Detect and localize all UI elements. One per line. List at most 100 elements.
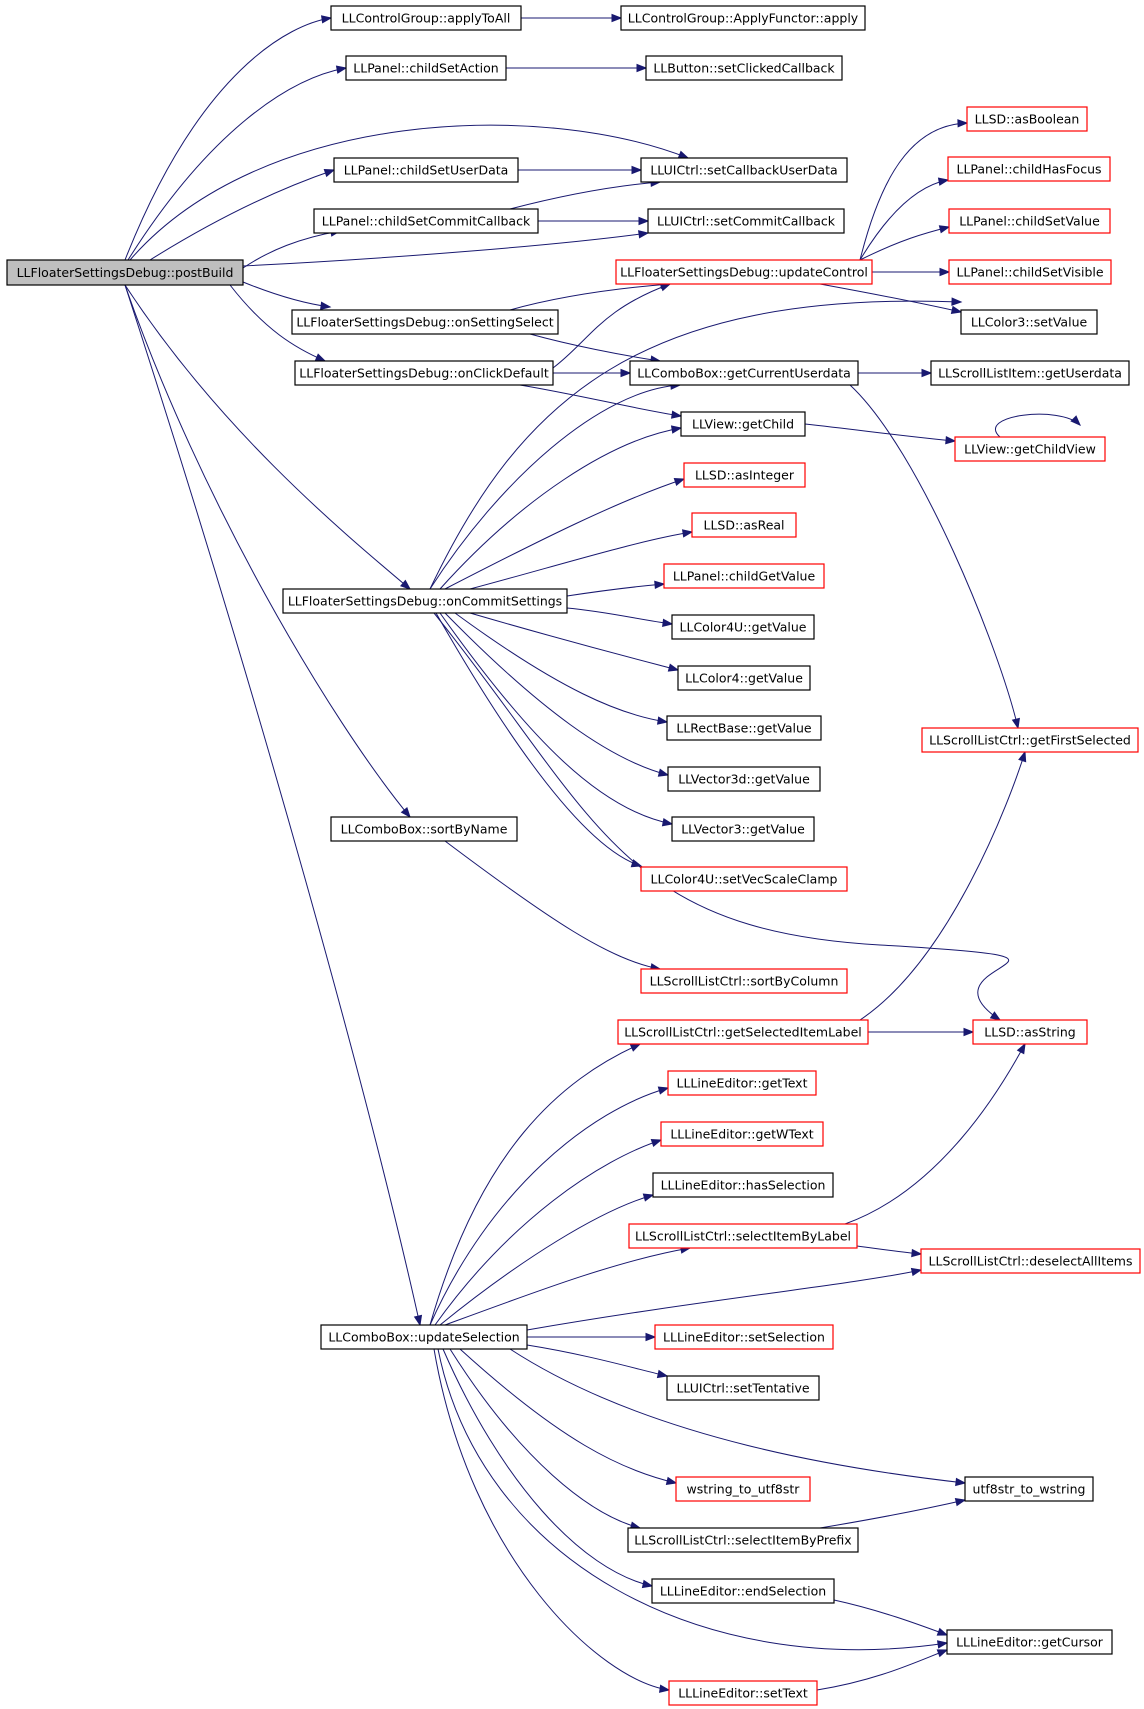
node-color4GetValue[interactable]: LLColor4::getValue [677, 665, 811, 691]
node-box [677, 665, 811, 691]
node-hasSelection[interactable]: LLLineEditor::hasSelection [652, 1172, 834, 1198]
node-childGetValue[interactable]: LLPanel::childGetValue [663, 563, 825, 589]
node-childSetAction[interactable]: LLPanel::childSetAction [345, 55, 507, 81]
node-box [667, 766, 821, 792]
node-applyFunctor[interactable]: LLControlGroup::ApplyFunctor::apply [620, 5, 866, 31]
node-childSetVisible[interactable]: LLPanel::childSetVisible [948, 259, 1112, 285]
node-label: LLComboBox::getCurrentUserdata [637, 366, 851, 381]
node-vector3GetValue[interactable]: LLVector3::getValue [671, 816, 815, 842]
node-label: LLPanel::childGetValue [673, 569, 816, 584]
node-label: LLLineEditor::endSelection [660, 1584, 826, 1599]
node-postBuild[interactable]: LLFloaterSettingsDebug::postBuild [6, 259, 244, 286]
node-box [645, 55, 843, 81]
node-getChild[interactable]: LLView::getChild [680, 411, 806, 437]
node-label: LLSD::asReal [703, 518, 784, 533]
node-childSetUserData[interactable]: LLPanel::childSetUserData [333, 157, 519, 183]
edge-endSelection-to-getCursor [833, 1599, 948, 1636]
arrowhead-getChild [670, 425, 683, 434]
node-box [640, 866, 848, 892]
node-getCursor[interactable]: LLLineEditor::getCursor [946, 1629, 1113, 1655]
node-getFirstSelected[interactable]: LLScrollListCtrl::getFirstSelected [921, 727, 1139, 753]
node-box [671, 816, 815, 842]
node-setTentative[interactable]: LLUICtrl::setTentative [666, 1375, 820, 1401]
node-box [345, 55, 507, 81]
node-getChildView[interactable]: LLView::getChildView [954, 436, 1106, 462]
node-asInteger[interactable]: LLSD::asInteger [683, 462, 806, 488]
node-wstringToUtf8[interactable]: wstring_to_utf8str [675, 1476, 811, 1502]
node-deselectAllItems[interactable]: LLScrollListCtrl::deselectAllItems [920, 1248, 1141, 1274]
node-box [640, 968, 848, 994]
arrowhead-endSelection [641, 1579, 654, 1589]
node-label: LLScrollListCtrl::selectItemByLabel [635, 1229, 851, 1244]
node-label: LLColor4::getValue [685, 671, 803, 686]
node-box [964, 1476, 1094, 1502]
node-asString[interactable]: LLSD::asString [972, 1019, 1088, 1045]
arrowhead-getCurrentUserdata [620, 368, 632, 378]
edge-postBuild-to-onSettingSelect [242, 281, 331, 308]
node-onCommitSettings[interactable]: LLFloaterSettingsDebug::onCommitSettings [282, 588, 568, 614]
node-label: LLUICtrl::setCommitCallback [657, 214, 836, 229]
node-label: LLPanel::childSetVisible [956, 265, 1103, 280]
node-asBoolean[interactable]: LLSD::asBoolean [966, 106, 1088, 132]
edge-onCommitSettings-to-setVecScaleClamp [435, 612, 642, 867]
node-setCallbackUserData[interactable]: LLUICtrl::setCallbackUserData [640, 157, 848, 183]
node-sortByColumn[interactable]: LLScrollListCtrl::sortByColumn [640, 968, 848, 994]
edge-getChild-to-getChildView [804, 423, 956, 442]
node-childHasFocus[interactable]: LLPanel::childHasFocus [947, 156, 1111, 182]
node-setCommitCallback[interactable]: LLUICtrl::setCommitCallback [647, 208, 845, 234]
node-onSettingSelect[interactable]: LLFloaterSettingsDebug::onSettingSelect [291, 309, 559, 335]
node-getSelectedItemLabel[interactable]: LLScrollListCtrl::getSelectedItemLabel [617, 1019, 869, 1045]
node-getCurrentUserdata[interactable]: LLComboBox::getCurrentUserdata [629, 360, 859, 386]
node-getUserdata[interactable]: LLScrollListItem::getUserdata [930, 360, 1130, 386]
arrowhead-asBoolean [957, 119, 969, 128]
node-utf8ToWstring[interactable]: utf8str_to_wstring [964, 1476, 1094, 1502]
node-applyToAll[interactable]: LLControlGroup::applyToAll [330, 5, 522, 31]
node-box [647, 208, 845, 234]
node-leSetSelection[interactable]: LLLineEditor::setSelection [654, 1324, 834, 1350]
node-box [333, 157, 519, 183]
node-label: LLLineEditor::getWText [670, 1127, 813, 1142]
node-label: LLControlGroup::ApplyFunctor::apply [628, 11, 859, 26]
node-onClickDefault[interactable]: LLFloaterSettingsDebug::onClickDefault [294, 360, 554, 386]
edge-updateSelection-to-getSelectedItemLabel [429, 1043, 641, 1326]
node-box [947, 156, 1111, 182]
node-updateControl[interactable]: LLFloaterSettingsDebug::updateControl [615, 259, 873, 285]
node-box [330, 816, 518, 842]
node-box [921, 727, 1139, 753]
node-label: LLFloaterSettingsDebug::postBuild [17, 265, 234, 280]
node-label: wstring_to_utf8str [687, 1482, 801, 1497]
edge-updateSelection-to-endSelection [442, 1348, 653, 1587]
node-rectBaseGetValue[interactable]: LLRectBase::getValue [666, 715, 822, 741]
edge-onCommitSettings-to-childGetValue [566, 583, 665, 597]
node-endSelection[interactable]: LLLineEditor::endSelection [651, 1578, 835, 1604]
arrowhead-getText [657, 1086, 670, 1095]
node-getWText[interactable]: LLLineEditor::getWText [660, 1121, 824, 1147]
node-vector3dGetValue[interactable]: LLVector3d::getValue [667, 766, 821, 792]
node-box [6, 259, 244, 286]
arrowhead-leSetText [658, 1684, 671, 1693]
node-selectItemByLabel[interactable]: LLScrollListCtrl::selectItemByLabel [628, 1223, 858, 1249]
node-setClickedCallback[interactable]: LLButton::setClickedCallback [645, 55, 843, 81]
node-asReal[interactable]: LLSD::asReal [691, 512, 797, 538]
node-selectItemByPrefix[interactable]: LLScrollListCtrl::selectItemByPrefix [627, 1527, 859, 1553]
arrowhead-getCursor [936, 1627, 949, 1636]
node-color3SetValue[interactable]: LLColor3::setValue [960, 309, 1098, 335]
node-setVecScaleClamp[interactable]: LLColor4U::setVecScaleClamp [640, 866, 848, 892]
node-sortByName[interactable]: LLComboBox::sortByName [330, 816, 518, 842]
node-box [683, 462, 806, 488]
node-getText[interactable]: LLLineEditor::getText [667, 1070, 817, 1096]
node-color4uGetValue[interactable]: LLColor4U::getValue [671, 614, 815, 640]
edge-postBuild-to-sortByName [124, 284, 411, 818]
arrowhead-applyFunctor [611, 13, 623, 23]
node-label: LLScrollListCtrl::sortByColumn [650, 974, 839, 989]
node-label: LLSD::asString [984, 1025, 1075, 1040]
node-label: LLScrollListCtrl::deselectAllItems [929, 1254, 1133, 1269]
arrowhead-asReal [681, 529, 694, 538]
arrowhead-deselectAllItems [911, 1248, 923, 1258]
arrowhead-getSelectedItemLabel [629, 1043, 642, 1052]
node-leSetText[interactable]: LLLineEditor::setText [668, 1680, 818, 1706]
node-updateSelection[interactable]: LLComboBox::updateSelection [320, 1324, 528, 1350]
node-childSetCommitCallback[interactable]: LLPanel::childSetCommitCallback [313, 208, 539, 234]
edge-onCommitSettings-to-asReal [469, 531, 693, 590]
node-childSetValue[interactable]: LLPanel::childSetValue [948, 208, 1111, 234]
